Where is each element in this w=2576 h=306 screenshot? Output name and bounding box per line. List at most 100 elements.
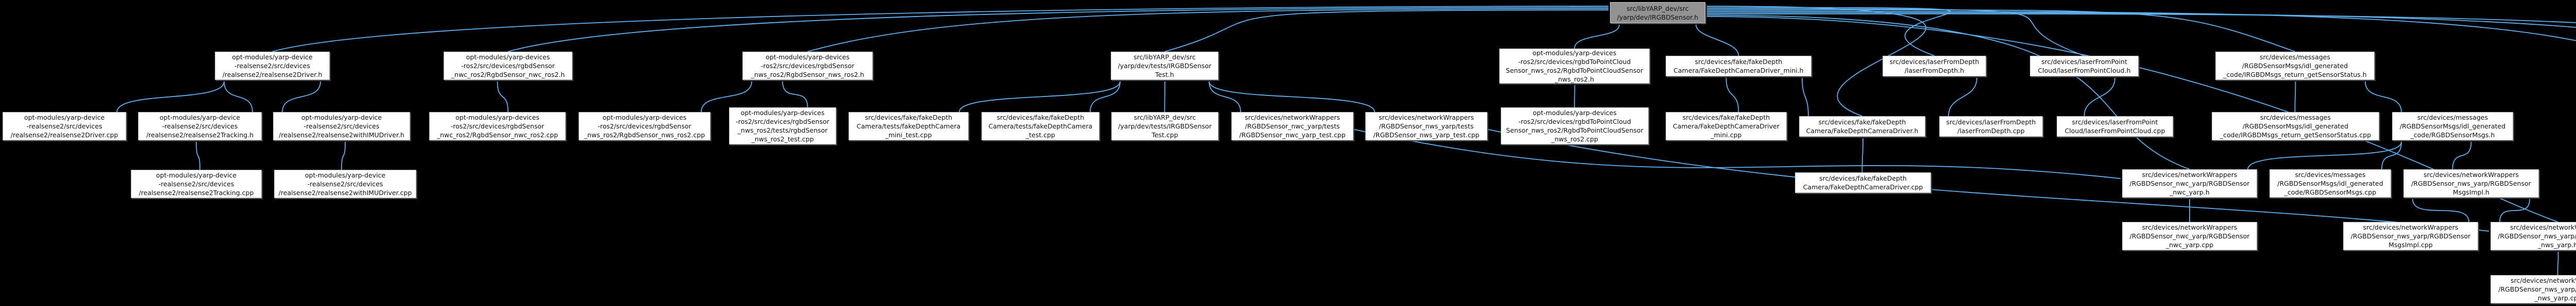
edge-depthcameradriver-h-to-libyarp-irgbdsensor-h — [1706, 11, 2576, 41]
edge-realsense2tracking-cpp-to-realsense2tracking-h — [196, 141, 200, 170]
node-label-line: src/devices/fake/fakeDepth — [996, 114, 1084, 121]
node-label-line: opt-modules/yarp-device — [24, 114, 105, 121]
node-label-line: src/devices/networkWrappers — [2511, 277, 2576, 284]
node-label-line: /RGBDSensor_nws_yarp/RGBDSensor — [2411, 180, 2531, 187]
node-label-line: src/libYARP_dev/src — [1133, 114, 1196, 121]
node-label-line: /RGBDSensorMsgs/idl_generated — [2242, 62, 2348, 70]
node-irgbdmsgs-return-getsensorstatus-h[interactable]: src/devices/messages/RGBDSensorMsgs/idl_… — [2215, 52, 2375, 80]
node-label-line: _code/RGBDSensorMsgs.h — [2410, 131, 2495, 139]
node-rgbdsensor-nwc-yarp-test-cpp[interactable]: src/devices/networkWrappers/RGBDSensor_n… — [1231, 112, 1353, 140]
node-label-line: /RGBDSensorMsgs/idl_generated — [2242, 122, 2349, 130]
node-realsense2withimudriver-cpp[interactable]: opt-modules/yarp-device-realsense2/src/d… — [274, 170, 416, 198]
node-label-line: opt-modules/yarp-devices — [466, 53, 550, 61]
node-label-line: -ros2/src/devices/rgbdSensor — [760, 62, 855, 70]
node-laserfromdepth-h[interactable]: src/devices/laserFromDepth/laserFromDept… — [1883, 56, 1986, 76]
node-rgbdsensor-nws-ros2-test-cpp[interactable]: opt-modules/yarp-devices-ros2/src/device… — [729, 107, 836, 144]
node-label-line: /realsense2/realsense2Tracking.h — [146, 131, 254, 139]
node-label-line: _nws_ros2/RgbdSensor_nws_ros2.h — [751, 71, 865, 78]
edge-irgbdmsgs-return-getsensorstatus-cpp-to-irgbdmsgs-return-getsensorstatus-h — [2294, 81, 2296, 112]
node-label-line: _nws_ros2/RgbdSensor_nws_ros2.cpp — [584, 131, 705, 139]
edge-rgbdsensor-nws-yarp-h-to-rgbdsensormsgsimpl-h — [2499, 199, 2530, 222]
node-rgbdsensor-nws-ros2-h[interactable]: opt-modules/yarp-devices-ros2/src/device… — [742, 52, 873, 80]
node-rgbdsensor-nwc-ros2-h[interactable]: opt-modules/yarp-devices-ros2/src/device… — [444, 52, 572, 80]
node-label-line: /RGBDSensor_nws_yarp/tests — [1379, 122, 1474, 130]
node-label-line: _nws_yarp.cpp — [2534, 294, 2576, 302]
node-rgbdsensor-nwc-yarp-h[interactable]: src/devices/networkWrappers/RGBDSensor_n… — [2122, 169, 2257, 198]
node-rgbdtopointcloudsensor-nws-ros2-cpp[interactable]: opt-modules/yarp-devices-ros2/src/device… — [1501, 107, 1649, 144]
node-label-line: -realsense2/src/devices — [307, 180, 383, 188]
node-label-line: /RGBDSensor_nws_yarp/RGBDSensor — [2498, 285, 2576, 293]
node-label-line: _nws_ros2.cpp — [1551, 135, 1598, 143]
node-label-line: src/devices/networkWrappers — [2510, 223, 2576, 231]
node-irgbdsensortest-cpp[interactable]: src/libYARP_dev/src/yarp/dev/tests/IRGBD… — [1111, 112, 1218, 140]
edge-rgbdsensormsgsimpl-cpp-to-rgbdsensormsgsimpl-h — [2412, 199, 2469, 222]
edge-realsense2driver-h-to-libyarp-irgbdsensor-h — [272, 6, 1609, 52]
node-label-line: src/devices/networkWrappers — [1379, 114, 1474, 121]
node-rgbdsensor-nwc-ros2-cpp[interactable]: opt-modules/yarp-devices-ros2/src/device… — [429, 112, 566, 140]
node-realsense2tracking-h[interactable]: opt-modules/yarp-device-realsense2/src/d… — [138, 112, 262, 140]
node-rgbdtopointcloudsensor-nws-ros2-h[interactable]: opt-modules/yarp-devices-ros2/src/device… — [1499, 49, 1650, 84]
node-label-line: MsgsImpl.cpp — [2388, 241, 2433, 249]
node-label-line: src/devices/fake/fakeDepth — [1818, 118, 1906, 126]
node-rgbdsensor-nws-yarp-h[interactable]: src/devices/networkWrappers/RGBDSensor_n… — [2490, 222, 2576, 250]
edge-rgbdsensor-nws-ros2-cpp-to-rgbdsensor-nws-ros2-h — [701, 81, 752, 112]
node-realsense2withimudriver-h[interactable]: opt-modules/yarp-device-realsense2/src/d… — [273, 112, 410, 140]
node-label-line: Camera/tests/fakeDepthCamera — [856, 122, 961, 130]
node-label-line: src/devices/laserFromDepth — [1889, 58, 1979, 66]
node-irgbdsensortest-h[interactable]: src/libYARP_dev/src/yarp/dev/tests/IRGBD… — [1111, 52, 1218, 80]
edge-rgbdsensor-nwc-ros2-h-to-libyarp-irgbdsensor-h — [507, 7, 1609, 52]
node-laserfromdepth-cpp[interactable]: src/devices/laserFromDepth/laserFromDept… — [1939, 116, 2043, 137]
node-realsense2driver-h[interactable]: opt-modules/yarp-device-realsense2/src/d… — [215, 52, 330, 80]
node-label-line: -realsense2/src/devices — [234, 62, 310, 70]
edge-fakedepthcameradriver-mini-cpp-to-fakedepthcameradriver-mini-h — [1725, 77, 1739, 112]
node-rgbdsensor-nws-yarp-cpp[interactable]: src/devices/networkWrappers/RGBDSensor_n… — [2490, 275, 2576, 303]
edge-rgbdsensor-nws-ros2-h-to-libyarp-irgbdsensor-h — [807, 8, 1609, 52]
node-rgbdsensor-nws-yarp-test-cpp[interactable]: src/devices/networkWrappers/RGBDSensor_n… — [1365, 112, 1487, 140]
node-label-line: _nwc_ros2/RgbdSensor_nwc_ros2.cpp — [436, 131, 558, 139]
node-label-line: src/devices/networkWrappers — [2142, 223, 2238, 231]
node-label-line: src/devices/messages — [2417, 114, 2488, 121]
edge-fakedepthcameradriver-h-to-fakedepthcameradriver-mini-h — [1802, 77, 1809, 117]
node-label-line: src/devices/networkWrappers — [2363, 223, 2459, 231]
node-rgbdsensormsgsimpl-cpp[interactable]: src/devices/networkWrappers/RGBDSensor_n… — [2343, 222, 2478, 250]
node-label-line: /yarp/dev/IRGBDSensor.h — [1617, 13, 1699, 21]
edge-rgbdsensormsgsimpl-h-to-rgbdsensormsgs-h — [2452, 141, 2472, 170]
node-rgbdsensor-nws-ros2-cpp[interactable]: opt-modules/yarp-devices-ros2/src/device… — [579, 112, 710, 140]
node-label-line: src/devices/messages — [2260, 114, 2331, 121]
node-label-line: _code/IRGBDMsgs_return_getSensorStatus.c… — [2219, 131, 2371, 139]
node-label-line: opt-modules/yarp-devices — [740, 109, 825, 117]
node-label-line: /RGBDSensor_nws_yarp/RGBDSensor — [2498, 232, 2576, 240]
node-label-line: -ros2/src/devices/rgbdSensor — [461, 62, 555, 70]
node-libyarp-irgbdsensor-h: src/libYARP_dev/src/yarp/dev/IRGBDSensor… — [1610, 2, 1705, 23]
edge-realsense2withimudriver-cpp-to-realsense2withimudriver-h — [341, 141, 346, 170]
edge-rgbdsensor-nwc-yarp-test-cpp-to-rgbdsensor-nwc-yarp-h — [1353, 128, 2121, 179]
node-label-line: -ros2/src/devices/rgbdToPointCloud — [1518, 58, 1631, 66]
node-rgbdsensor-nwc-yarp-cpp[interactable]: src/devices/networkWrappers/RGBDSensor_n… — [2122, 222, 2257, 250]
edge-realsense2withimudriver-h-to-realsense2driver-h — [282, 81, 321, 112]
edge-laserfrompointcloud-cpp-to-laserfrompointcloud-h — [2083, 77, 2115, 117]
node-realsense2driver-cpp[interactable]: opt-modules/yarp-device-realsense2/src/d… — [3, 112, 126, 140]
node-rgbdsensormsgs-h[interactable]: src/devices/messages/RGBDSensorMsgs/idl_… — [2392, 112, 2513, 140]
node-rgbdsensormsgsimpl-h[interactable]: src/devices/networkWrappers/RGBDSensor_n… — [2403, 169, 2539, 198]
node-label-line: /RGBDSensor_nwc_yarp/tests — [1245, 122, 1340, 130]
node-label-line: _nws_ros2.h — [1554, 75, 1595, 83]
edge-rgbdsensormsgs-cpp-to-rgbdsensormsgs-h — [2381, 141, 2402, 170]
node-label-line: -realsense2/src/devices — [162, 122, 238, 130]
node-label-line: _code/IRGBDMsgs_return_getSensorStatus.h — [2223, 71, 2367, 78]
node-label-line: src/devices/networkWrappers — [1245, 114, 1340, 121]
node-realsense2tracking-cpp[interactable]: opt-modules/yarp-device-realsense2/src/d… — [131, 170, 262, 198]
node-label-line: -realsense2/src/devices — [303, 122, 380, 130]
edge-fakedepthcamera-test-cpp-to-irgbdsensortest-h — [1090, 81, 1121, 112]
edge-rgbdsensor-nws-yarp-test-cpp-to-irgbdsensortest-h — [1209, 81, 1375, 112]
node-rgbdsensormsgs-cpp[interactable]: src/devices/messages/RGBDSensorMsgs/idl_… — [2269, 169, 2391, 198]
node-irgbdmsgs-return-getsensorstatus-cpp[interactable]: src/devices/messages/RGBDSensorMsgs/idl_… — [2212, 112, 2379, 140]
